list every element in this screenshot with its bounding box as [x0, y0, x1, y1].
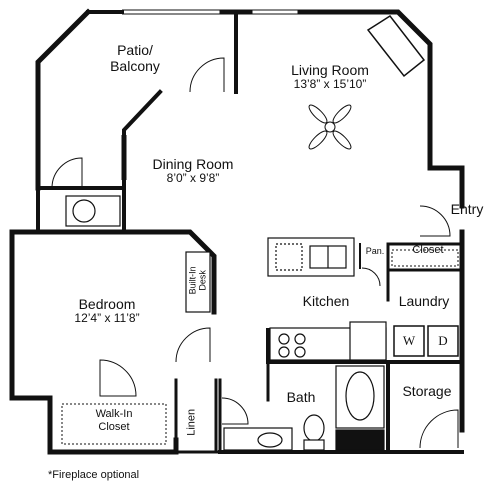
living-room-label: Living Room 13’8” x 15’10” — [268, 62, 392, 92]
washer-dryer — [393, 325, 459, 357]
laundry-label: Laundry — [398, 293, 450, 309]
desk-label: Built-In Desk — [187, 266, 208, 295]
dining-room-name: Dining Room — [152, 156, 234, 172]
bath-label: Bath — [286, 389, 316, 405]
washer-label: W — [402, 333, 416, 348]
built-in-desk — [185, 251, 211, 313]
bedroom-label: Bedroom 12’4” x 11’8” — [52, 296, 162, 326]
closet-rails — [61, 249, 459, 445]
dryer-label: D — [438, 333, 448, 348]
storage-label: Storage — [402, 383, 452, 399]
exterior-walls — [9, 8, 465, 455]
pantry-label: Pan. — [365, 246, 385, 256]
windows — [9, 9, 300, 390]
kitchen-counter — [267, 237, 387, 361]
bedroom-name: Bedroom — [78, 296, 136, 312]
door-swings — [51, 57, 459, 449]
entry-label: Entry — [450, 201, 484, 217]
bath-fixtures — [223, 365, 385, 451]
dining-room-label: Dining Room 8’0” x 9’8” — [138, 156, 248, 186]
living-room-dims: 13’8” x 15’10” — [293, 77, 367, 92]
fireplace — [366, 14, 426, 78]
dining-room-dims: 8’0” x 9’8” — [166, 171, 220, 186]
footnote: *Fireplace optional — [48, 469, 140, 481]
linen-label: Linen — [185, 408, 198, 436]
patio-label: Patio/ Balcony — [110, 42, 160, 75]
ceiling-fan — [308, 104, 352, 150]
kitchen-label: Kitchen — [302, 293, 350, 309]
living-room-name: Living Room — [291, 62, 369, 78]
walk-in-closet-label: Walk-In Closet — [95, 408, 133, 433]
closet-label: Closet — [412, 244, 444, 256]
bedroom-dims: 12’4” x 11’8” — [74, 311, 140, 326]
patio-storage — [65, 195, 121, 227]
